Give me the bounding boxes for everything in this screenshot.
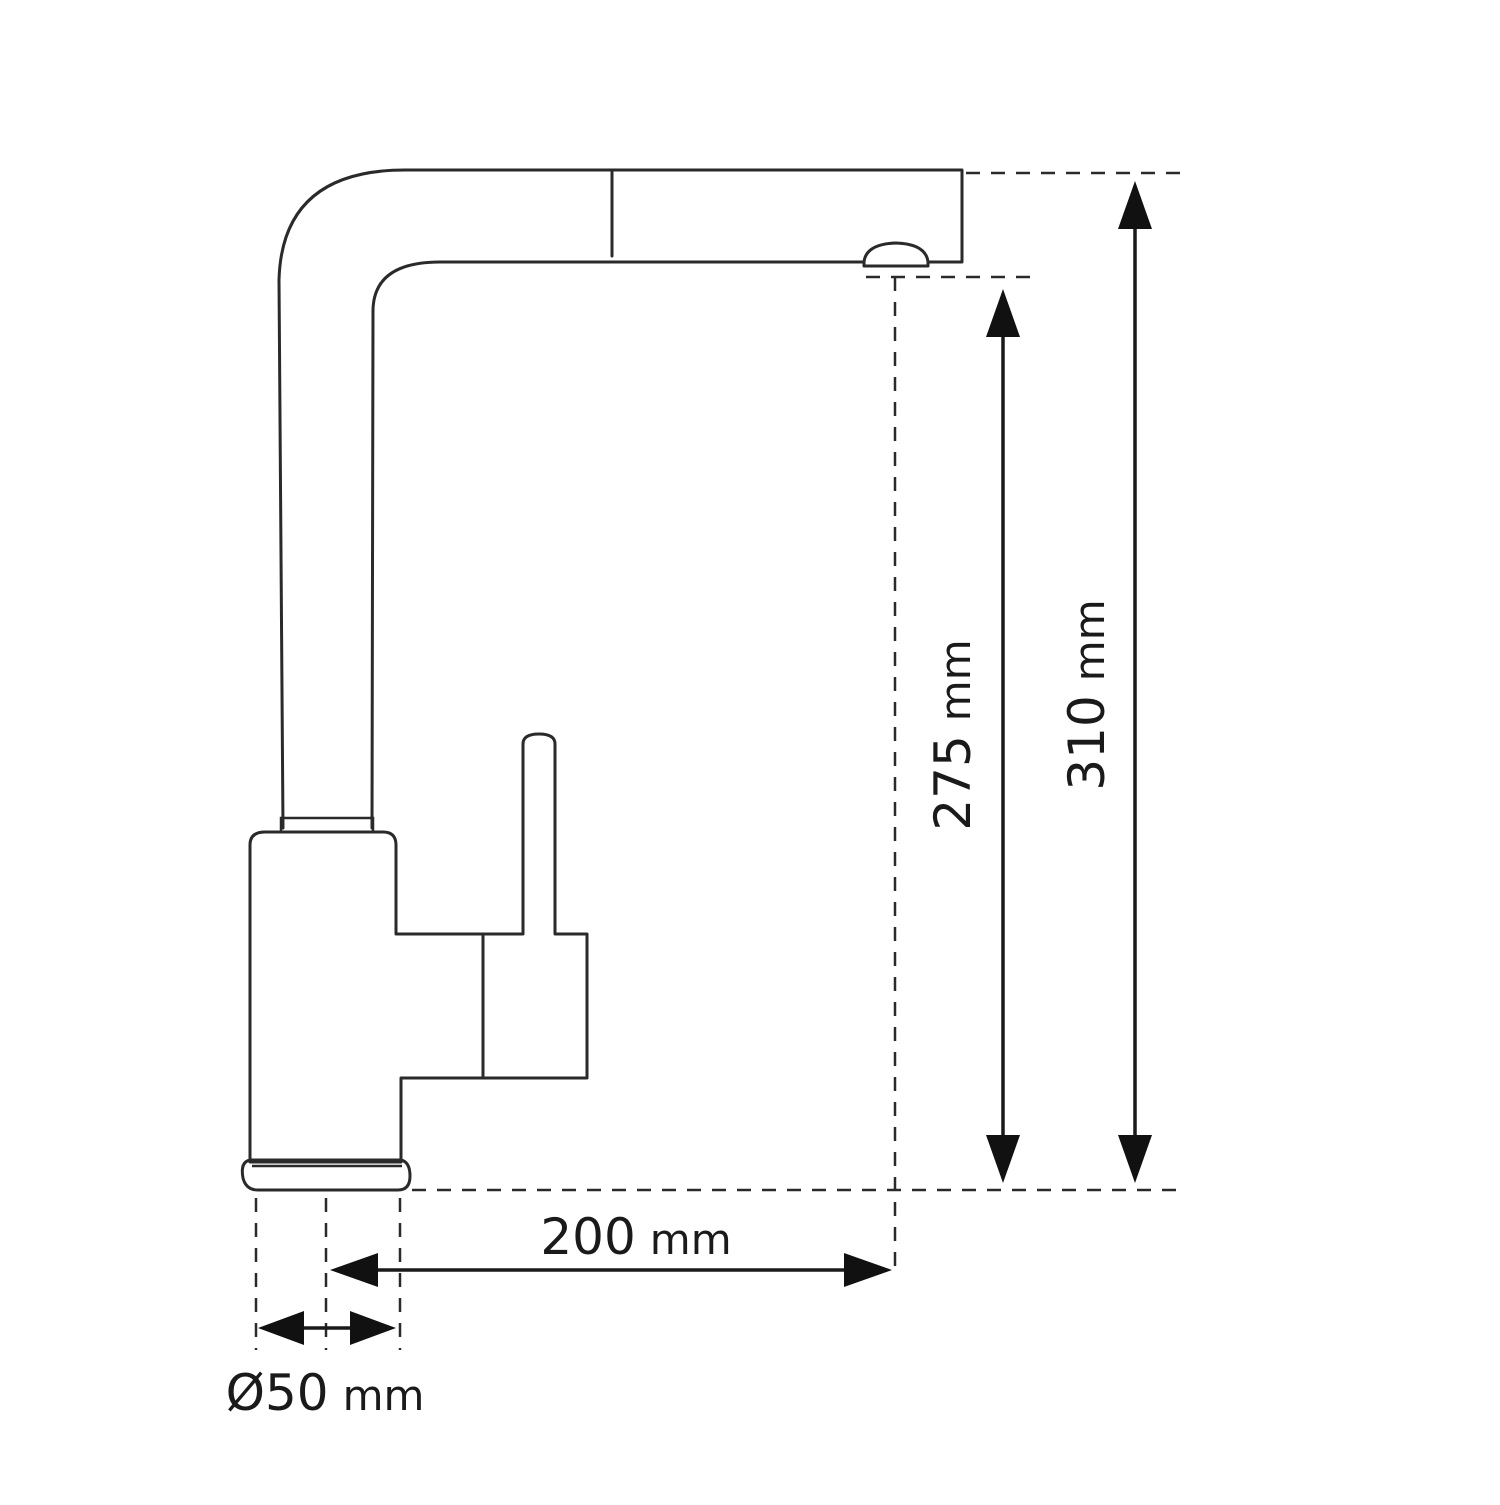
aerator-nozzle: [862, 241, 930, 268]
arrowhead-down-275: [986, 1135, 1020, 1183]
arrowhead-right-50: [350, 1311, 396, 1345]
arrowhead-up-275: [986, 289, 1020, 337]
unit-310: mm: [1065, 599, 1114, 681]
pipe-collar-ring: [279, 816, 375, 834]
faucet-drawing: [240, 168, 964, 1192]
dimension-base-diameter: Ø50 mm: [226, 1311, 425, 1422]
arrowhead-left-50: [258, 1311, 304, 1345]
arrowhead-right-200: [844, 1253, 892, 1287]
value-275: 275: [924, 735, 982, 830]
faucet-body: [248, 732, 589, 1164]
label-200-mm: 200 mm: [540, 1208, 731, 1266]
arrowhead-up-310: [1118, 181, 1152, 229]
label-275-mm: 275 mm: [924, 639, 982, 830]
arrowhead-down-310: [1118, 1135, 1152, 1183]
unit-50: mm: [343, 1371, 425, 1420]
extension-lines: [254, 171, 1180, 1350]
value-310: 310: [1058, 695, 1116, 790]
value-200: 200: [540, 1208, 635, 1266]
value-50: Ø50: [226, 1364, 329, 1422]
spout-outer-outline: [277, 168, 964, 830]
dimension-spout-reach: 200 mm: [330, 1208, 892, 1287]
label-310-mm: 310 mm: [1058, 599, 1116, 790]
label-50-mm: Ø50 mm: [226, 1364, 425, 1422]
spout-inner-outline: [370, 260, 866, 830]
dimension-total-height: 310 mm: [1058, 181, 1152, 1183]
arrowhead-left-200: [330, 1253, 378, 1287]
dimension-spout-height: 275 mm: [924, 289, 1020, 1183]
unit-275: mm: [931, 639, 980, 721]
base-flange: [240, 1158, 412, 1192]
unit-200: mm: [650, 1215, 732, 1264]
